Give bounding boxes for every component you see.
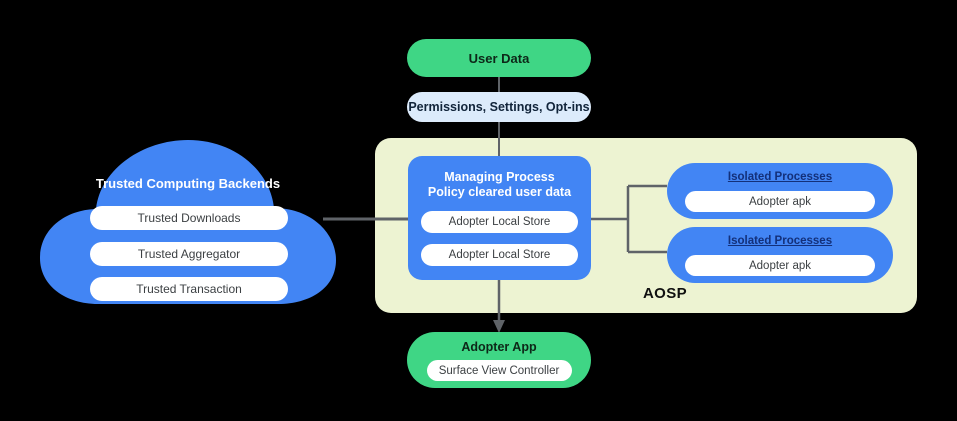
trusted-transaction-item[interactable]: Trusted Transaction [90,277,288,301]
user-data-node[interactable]: User Data [407,39,591,77]
aosp-label: AOSP [642,284,688,302]
adopter-apk-2[interactable]: Adopter apk [685,255,875,276]
isolated-process-node-1[interactable]: Isolated Processes Adopter apk [667,163,893,219]
adopter-app-title: Adopter App [461,340,537,354]
adopter-app-node[interactable]: Adopter App Surface View Controller [407,332,591,388]
trusted-computing-backends-cloud[interactable]: Trusted Computing Backends Trusted Downl… [38,138,338,306]
surface-view-controller[interactable]: Surface View Controller [426,360,572,381]
adopter-local-store-1[interactable]: Adopter Local Store [421,211,578,233]
isolated-process-node-2[interactable]: Isolated Processes Adopter apk [667,227,893,283]
trusted-downloads-item[interactable]: Trusted Downloads [90,206,288,230]
permissions-settings-optins-node[interactable]: Permissions, Settings, Opt-ins [407,92,591,122]
user-data-label: User Data [468,50,530,66]
adopter-apk-1[interactable]: Adopter apk [685,191,875,212]
managing-process-title: Managing Process Policy cleared user dat… [427,170,572,199]
isolated-process-title-2[interactable]: Isolated Processes [727,235,833,247]
managing-process-node[interactable]: Managing Process Policy cleared user dat… [408,156,591,280]
cloud-title: Trusted Computing Backends [95,176,281,191]
isolated-process-title-1[interactable]: Isolated Processes [727,171,833,183]
trusted-aggregator-item[interactable]: Trusted Aggregator [90,242,288,266]
adopter-local-store-2[interactable]: Adopter Local Store [421,244,578,266]
permissions-label: Permissions, Settings, Opt-ins [408,100,590,114]
